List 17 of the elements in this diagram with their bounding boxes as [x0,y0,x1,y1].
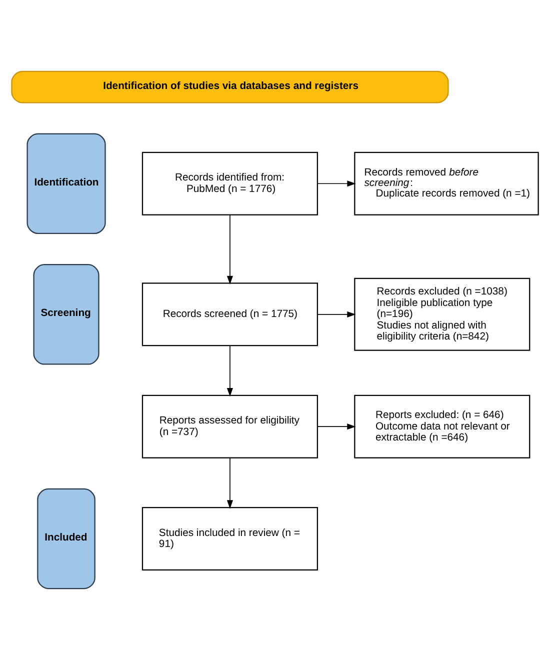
node-box: Identification [26,132,106,234]
node-box: Identification of studies via databases and registers [11,70,449,103]
node-box: Screening [33,264,100,364]
node-box: Studies included in review (n = 91) [142,506,318,570]
arrow [317,310,356,317]
node-box: Records excluded (n =1038) Ineligible publication type (n=196) Studies not aligned with eligibility criteria (n=842) [354,277,530,350]
node-box: Reports assessed for eligibility (n =737) [142,394,318,458]
arrow [317,180,356,186]
arrow [226,214,233,284]
node-box: Records identified from: PubMed (n = 1776) [142,151,318,215]
arrow [317,423,356,430]
node-box: Included [37,488,96,589]
node-box: Reports excluded: (n = 646) Outcome data not relevant or extractable (n =646) [354,394,530,458]
node-box: Records screened (n = 1775) [142,282,318,346]
arrow [226,456,233,508]
node-box: Records removed before screening: Duplicate records removed (n =1) [354,151,539,215]
arrow [226,344,233,396]
